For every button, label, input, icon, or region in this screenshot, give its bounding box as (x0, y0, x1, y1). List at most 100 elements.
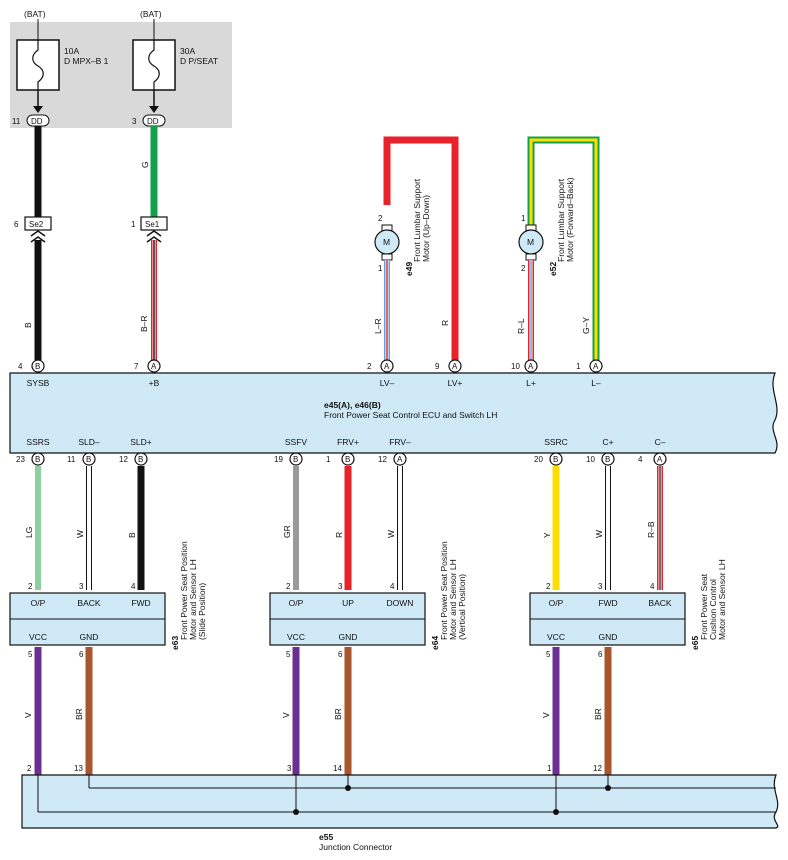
ecu-terminal: A1L– (576, 359, 603, 388)
wire-label: R (334, 532, 344, 538)
terminal-pin: 4 (18, 362, 23, 371)
terminal-connector: B (86, 455, 91, 464)
fuse-connector: DD (147, 117, 159, 126)
terminal-label: +B (149, 378, 160, 388)
sensor-pin: 4 (390, 582, 395, 591)
terminal-connector: A (593, 362, 599, 371)
fuse-connector: DD (31, 117, 43, 126)
sensor-terminal-label: BACK (648, 598, 671, 608)
wire-g-upper: G (140, 126, 158, 217)
junction-name: Junction Connector (319, 842, 392, 852)
wire-label: R (440, 320, 450, 326)
sensor-pin: 6 (338, 650, 343, 659)
sensor-name-3: (Slide Position) (197, 583, 207, 640)
wire-label: V (541, 712, 551, 718)
sensor-terminal-label: GND (339, 632, 358, 642)
terminal-label: SLD+ (130, 437, 152, 447)
motor-name-1: Front Lumbar Support (412, 178, 422, 262)
terminal-pin: 23 (16, 455, 25, 464)
ecu-bottom-terminals: SSRSB23SLD–B11SLD+B12SSFVB19FRV+B1FRV–A1… (16, 437, 667, 466)
wire-label: W (386, 530, 396, 538)
sensor-name-2: Motor and Sensor LH (188, 559, 198, 640)
sensor-pin: 4 (650, 582, 655, 591)
wire-label: BR (333, 708, 343, 720)
motor-name-2: Motor (Forward–Back) (565, 177, 575, 262)
terminal-pin: 12 (119, 455, 128, 464)
terminal-pin: 20 (534, 455, 543, 464)
terminal-pin: 10 (586, 455, 595, 464)
sensor-terminal-label: O/P (289, 598, 304, 608)
junction-code: e55 (319, 832, 333, 842)
sensor-name-1: Front Power Seat Position (439, 541, 449, 640)
terminal-connector: B (345, 455, 350, 464)
sensor-code: e64 (430, 636, 440, 650)
fuse-rating: 10A (64, 46, 79, 56)
sensor-terminal-label: VCC (287, 632, 305, 642)
sensor-pin: 6 (79, 650, 84, 659)
sensor-terminal-label: GND (599, 632, 618, 642)
wire-label: W (594, 530, 604, 538)
ecu-name: Front Power Seat Control ECU and Switch … (324, 410, 497, 420)
wire-label: Y (542, 532, 552, 538)
motor-code: e52 (548, 262, 558, 276)
wire-label: V (23, 712, 33, 718)
sensor-terminal-label: FWD (598, 598, 617, 608)
terminal-label: LV+ (448, 378, 463, 388)
sensor-pin: 3 (338, 582, 343, 591)
sensor-pin: 5 (28, 650, 33, 659)
junction-pin: 1 (547, 764, 552, 773)
terminal-connector: B (138, 455, 143, 464)
sensor-pin: 2 (286, 582, 291, 591)
sensor-terminal-label: O/P (549, 598, 564, 608)
fuse-name: D P/SEAT (180, 56, 218, 66)
wire-label: B–R (139, 315, 149, 332)
sensor-terminal-label: BACK (77, 598, 100, 608)
terminal-pin: 1 (326, 455, 331, 464)
sensor-pin: 6 (598, 650, 603, 659)
wire-label: B (23, 322, 33, 328)
sensor-name-3: Motor and Sensor LH (717, 559, 727, 640)
terminal-label: C– (655, 437, 666, 447)
ecu-terminal: B1 (326, 452, 355, 466)
motor-code: e49 (404, 262, 414, 276)
terminal-pin: 2 (367, 362, 372, 371)
wire-b-lower: B (23, 240, 42, 360)
splice-name: Se1 (145, 220, 160, 229)
terminal-label: FRV– (389, 437, 411, 447)
junction-pin: 14 (333, 764, 342, 773)
motor-e49: 2 M 1 L–R R e49 Front Lumbar Support Mot… (373, 136, 459, 360)
wire-label: V (281, 712, 291, 718)
motor-name-1: Front Lumbar Support (556, 178, 566, 262)
terminal-connector: B (553, 455, 558, 464)
sensor-terminal-label: GND (80, 632, 99, 642)
sensor-pin: 2 (546, 582, 551, 591)
splice-pin: 6 (14, 220, 19, 229)
wire-label: LG (24, 527, 34, 538)
fuse-source-label: (BAT) (24, 9, 46, 19)
sensor-pin: 5 (546, 650, 551, 659)
sensor-terminal-label: UP (342, 598, 354, 608)
terminal-label: LV– (380, 378, 395, 388)
ecu-terminal: B 20 (534, 452, 563, 466)
ecu-terminal: A7+B (134, 359, 161, 388)
sensor-name-2: Motor and Sensor LH (448, 559, 458, 640)
terminal-connector: A (452, 362, 458, 371)
sensor-name-1: Front Power Seat (699, 573, 709, 640)
sensor-terminal-label: VCC (547, 632, 565, 642)
terminal-pin: 4 (638, 455, 643, 464)
terminal-connector: A (397, 455, 403, 464)
junction-connector-e55: 2 13 3 14 1 12 e55 Junction Connector (21, 764, 779, 852)
motor-pin: 2 (521, 264, 526, 273)
wire-label: L–R (373, 318, 383, 334)
terminal-label: SYSB (27, 378, 50, 388)
sensor-terminal-label: DOWN (387, 598, 414, 608)
motor-pin: 1 (378, 264, 383, 273)
terminal-connector: B (293, 455, 298, 464)
